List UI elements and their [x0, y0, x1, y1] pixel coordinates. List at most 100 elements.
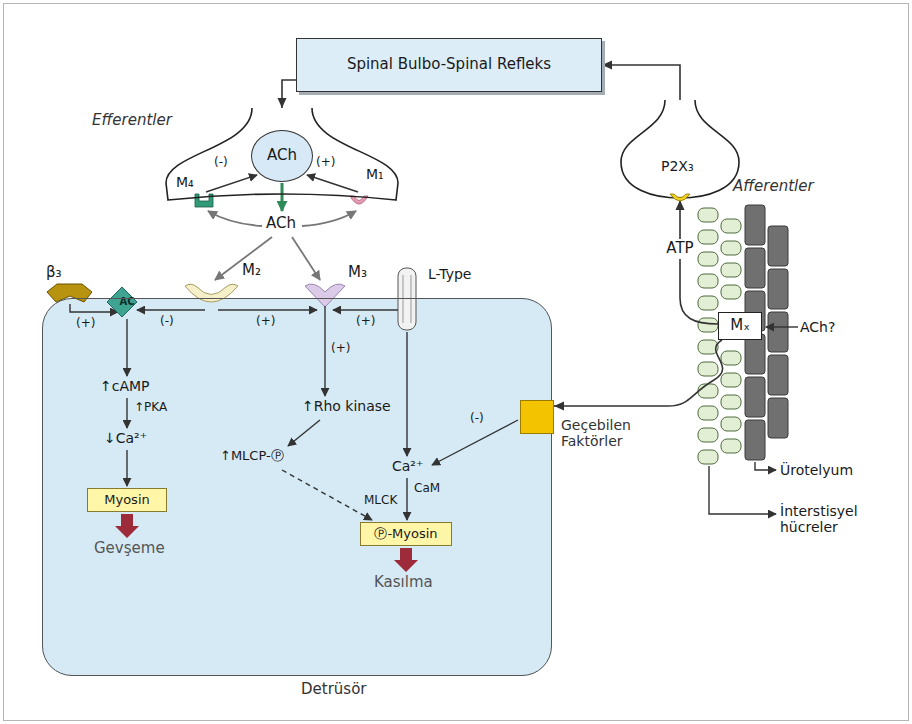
- reflex-title: Spinal Bulbo-Spinal Refleks: [347, 56, 551, 73]
- m2-to-m3-arrow: [218, 309, 317, 310]
- receptor-label: M₄: [176, 174, 194, 190]
- tissue-label: Ürotelyum: [780, 462, 853, 478]
- interstitial-leader: [709, 466, 776, 514]
- permeable-factor-square: Geçebilen Faktörler: [520, 400, 554, 434]
- uro-cell: [745, 334, 765, 374]
- connector-line: [554, 340, 723, 406]
- pathway-label: ↑PKA: [134, 401, 167, 415]
- p2x3-receptor: [670, 194, 690, 201]
- uro-cell: [745, 248, 765, 288]
- uro-cell: [745, 377, 765, 417]
- urothelium: [698, 205, 788, 464]
- mx-text: Mₓ: [730, 317, 750, 334]
- efferent-terminal: EfferentlerACh: [160, 108, 404, 202]
- uro-blob: [698, 362, 718, 376]
- uro-cell: [768, 398, 788, 438]
- nerve-membrane: [621, 100, 739, 198]
- l-type-pore: [411, 275, 412, 323]
- uro-blob: [698, 450, 718, 464]
- receptor-label: M₁: [366, 166, 384, 182]
- l-type-channel: [398, 268, 416, 330]
- arrow-head: [554, 402, 564, 411]
- sign-label: (+): [256, 315, 275, 329]
- efferent-heading: Efferentler: [92, 112, 172, 129]
- contraction-arrow: [394, 548, 418, 572]
- uro-blob: [721, 263, 741, 277]
- uro-blob: [698, 340, 718, 354]
- cell-fill: [42, 298, 552, 676]
- uro-cell: [745, 205, 765, 245]
- phospho-myosin-text: Ⓟ-Myosin: [374, 527, 437, 542]
- uro-blob: [721, 241, 741, 255]
- uro-blob: [721, 351, 741, 365]
- m2-receptor: [185, 284, 238, 302]
- ca-to-pmyosin-arrow: [406, 478, 407, 520]
- connector: [602, 61, 680, 101]
- m3-to-rho-arrow: [324, 306, 325, 396]
- afferent-heading: Afferentler: [733, 178, 814, 195]
- ach-text: ACh: [267, 147, 297, 164]
- uro-cell: [745, 420, 765, 460]
- sign-label: (+): [356, 315, 375, 329]
- uro-blob: [721, 417, 741, 431]
- nerve-membrane: [166, 108, 398, 200]
- sign-label: (+): [76, 317, 95, 331]
- relaxation-arrow: [115, 514, 139, 538]
- uro-blob: [721, 395, 741, 409]
- uro-blob: [698, 384, 718, 398]
- pathway-label: ↑MLCP-Ⓟ: [220, 449, 284, 464]
- tissue-label: İnterstisyel hücreler: [780, 503, 890, 535]
- ach-query-arrow: [766, 326, 798, 327]
- uro-blob: [698, 274, 718, 288]
- uro-blob: [698, 230, 718, 244]
- uro-blob: [698, 428, 718, 442]
- uro-blob: [698, 296, 718, 310]
- sign-label: (+): [316, 156, 335, 170]
- receptor-label: M₂: [242, 262, 261, 279]
- ca-to-myosin-arrow: [126, 450, 127, 486]
- outcome-label: Gevşeme: [94, 540, 165, 557]
- uro-cell: [768, 312, 788, 352]
- uro-cell: [768, 355, 788, 395]
- pathway-label: CaM: [414, 482, 440, 496]
- uro-blob: [721, 285, 741, 299]
- pathway-label: ↑cAMP: [100, 378, 150, 394]
- ach-to-m3-arrow: [292, 237, 320, 280]
- pathway-label: ↑Rho kinase: [302, 398, 391, 414]
- uro-blob: [721, 373, 741, 387]
- urothelium-leader: [755, 462, 776, 470]
- ach-to-m4-arrow: [208, 211, 262, 226]
- permeable-factor-label: Geçebilen Faktörler: [561, 417, 653, 449]
- ach-vesicle: ACh: [251, 130, 313, 182]
- p2x3-label: P2X₃: [661, 158, 694, 174]
- m4-feedback-arrow: [206, 175, 257, 192]
- myosin-text: Myosin: [104, 493, 150, 508]
- pathway-label: ↓Ca²⁺: [104, 430, 147, 446]
- uro-blob: [698, 252, 718, 266]
- receptor-label: β₃: [46, 264, 62, 281]
- sign-label: (-): [214, 156, 228, 170]
- beta3-receptor: [47, 284, 92, 302]
- factor-to-ca-arrow: [432, 420, 518, 465]
- pathway-label: MLCK: [364, 494, 397, 508]
- transmitter-label: ACh?: [800, 319, 835, 335]
- outcome-label: Kasılma: [374, 574, 433, 591]
- ach-to-m1-arrow: [302, 211, 356, 226]
- camp-to-ca-arrow: [126, 398, 127, 428]
- detrusor-heading: Detrüsör: [301, 681, 367, 698]
- phospho-myosin-box: Ⓟ-Myosin: [360, 522, 452, 546]
- channel-label: L-Type: [428, 266, 471, 282]
- rho-to-mlcp-arrow: [288, 420, 320, 446]
- connector: [278, 80, 297, 108]
- arrow-head: [278, 98, 287, 108]
- arrow-head: [602, 61, 612, 70]
- uro-blob: [698, 208, 718, 222]
- diamond-shape: [107, 287, 137, 317]
- mlcp-to-myosin-arrow: [282, 470, 372, 520]
- transmitter-label: ACh: [266, 215, 296, 232]
- reflex-box: Spinal Bulbo-Spinal Refleks: [296, 38, 602, 92]
- uro-cell: [768, 269, 788, 309]
